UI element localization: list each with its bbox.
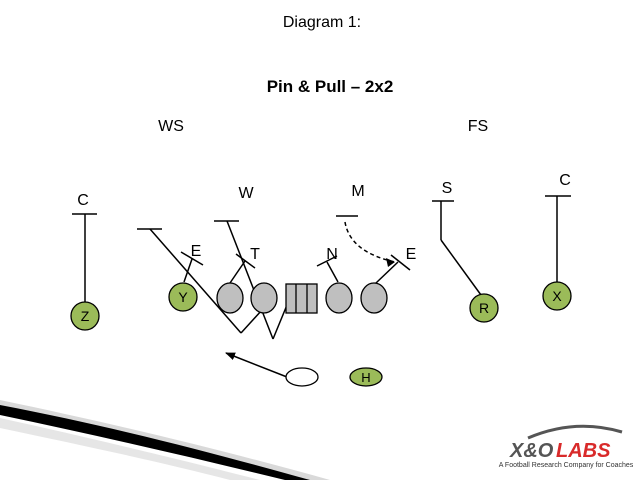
label-will: W [238,185,254,202]
label-safety: S [442,180,453,197]
lineman-right-guard [325,282,353,314]
logo-swoosh-icon [527,424,623,440]
xo-labs-logo: X&O LABS A Football Research Company for… [499,424,634,469]
label-end-right: E [406,246,417,263]
pull-path-guard-start [240,309,263,334]
label-corner-right: C [559,172,571,189]
quarterback [285,367,319,387]
player-h-label: H [361,370,370,385]
block-cap-y [180,251,204,266]
player-y [168,282,198,312]
block-cap-n [316,255,338,267]
mike-scrape-path [344,221,396,263]
pull-path-tackle-start [272,304,288,340]
label-fs: FS [468,118,488,135]
label-nose: N [326,246,338,263]
center [285,283,318,314]
lineman-left-tackle [216,282,244,314]
logo-brand-a: X&O [509,440,554,462]
lineman-right-tackle [360,282,388,314]
label-ws: WS [158,118,184,135]
diagram-caption: Diagram 1: [283,14,361,31]
player-z-label: Z [81,308,90,324]
logo-tagline: A Football Research Company for Coaches [499,462,634,469]
player-x [542,281,572,311]
block-cap-t [235,253,256,269]
block-line-e [375,261,399,284]
mike-scrape-arrowhead [386,258,395,267]
pull-path-guard [149,228,242,334]
player-z [70,301,100,331]
player-h [349,367,383,387]
player-r-label: R [479,300,489,316]
logo-brand-b: LABS [556,440,611,462]
block-cap-e [390,254,411,271]
label-tackle: T [250,246,260,263]
ball-carrier-path [225,352,288,378]
block-line-r-b [440,239,482,296]
diagram-title: Pin & Pull – 2x2 [267,77,394,96]
decorative-swoosh [0,400,330,480]
block-line-guard [229,260,246,284]
lineman-left-guard [250,282,278,314]
block-line-y [183,258,193,283]
player-r [469,293,499,323]
label-end-left: E [191,243,202,260]
player-x-label: X [552,288,562,304]
label-corner-left: C [77,192,89,209]
player-y-label: Y [178,289,188,305]
block-line-n [326,261,339,283]
label-mike: M [351,183,364,200]
pull-path-tackle [226,220,274,340]
